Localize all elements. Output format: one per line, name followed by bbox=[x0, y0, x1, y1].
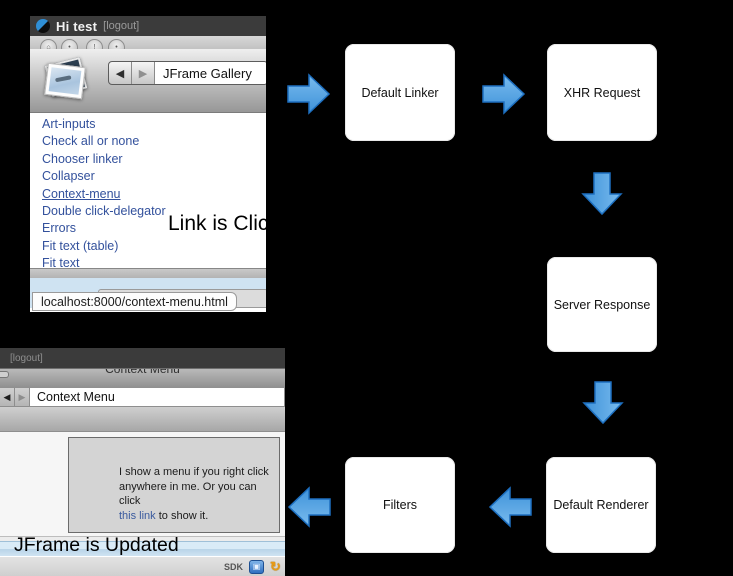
logout-link[interactable]: [logout] bbox=[10, 352, 43, 364]
back-button[interactable]: ◀ bbox=[109, 62, 132, 84]
flow-box-filters: Filters bbox=[345, 457, 455, 553]
flow-box-label: Filters bbox=[382, 498, 418, 512]
gallery-select-field[interactable]: JFrame Gallery bbox=[155, 62, 266, 84]
flow-box-label: Default Linker bbox=[361, 85, 439, 100]
gallery-link[interactable]: Check all or none bbox=[42, 134, 140, 149]
demo-text-line1: I show a menu if you right click bbox=[119, 466, 269, 478]
gallery-link-list: Art-inputs Check all or none Chooser lin… bbox=[30, 113, 266, 273]
demo-text-line3-rest: to show it. bbox=[155, 509, 209, 522]
window1-title: Hi test bbox=[56, 18, 98, 34]
context-menu-window: [logout] Context Menu ◀ ▶ Context Menu I… bbox=[0, 348, 285, 576]
sdk-app-icon[interactable]: ▣ bbox=[249, 559, 264, 574]
annotation-link-is-clicked: Link is Click bbox=[168, 212, 266, 235]
flow-arrow-down-icon bbox=[580, 172, 624, 216]
this-link[interactable]: this link bbox=[119, 509, 156, 522]
flow-arrow-down-icon bbox=[581, 381, 625, 425]
gallery-link[interactable]: Errors bbox=[42, 221, 77, 236]
gallery-link-context-menu[interactable]: Context-menu bbox=[42, 186, 121, 201]
window2-statusbar: SDK ▣ ↻ bbox=[0, 556, 285, 576]
flow-arrow-right-icon bbox=[287, 72, 331, 116]
flow-box-label: Default Renderer bbox=[553, 498, 649, 512]
window1-toolbar: ◀ ▶ JFrame Gallery bbox=[30, 49, 266, 113]
gallery-link[interactable]: Chooser linker bbox=[42, 151, 123, 166]
toolbar-circle-button-icon[interactable]: ⌂ bbox=[40, 39, 57, 49]
window2-nav-row: ◀ ▶ Context Menu bbox=[0, 388, 285, 407]
jframe-gallery-window: Hi test [logout] ⌂ • ! • ◀ ▶ JFrame Gall… bbox=[30, 16, 266, 312]
demo-text-line2: anywhere in me. Or you can click bbox=[119, 480, 257, 508]
back-button[interactable]: ◀ bbox=[0, 388, 15, 406]
window2-toolbar-area bbox=[0, 407, 285, 432]
gallery-link[interactable]: Collapser bbox=[42, 169, 95, 184]
context-menu-demo-box[interactable]: I show a menu if you right click anywher… bbox=[68, 437, 280, 533]
gallery-link[interactable]: Fit text (table) bbox=[42, 238, 119, 253]
toolbar-circle-button-icon[interactable]: • bbox=[61, 39, 78, 49]
window1-divider-bar bbox=[30, 268, 266, 278]
toolbar-circle-button-icon[interactable]: • bbox=[108, 39, 125, 49]
window1-nav-group: ◀ ▶ JFrame Gallery bbox=[108, 61, 266, 85]
logout-link[interactable]: [logout] bbox=[103, 20, 140, 32]
page-title-field[interactable]: Context Menu bbox=[30, 388, 285, 406]
window2-titlebar: Context Menu bbox=[0, 368, 285, 388]
toolbar-circle-button-icon[interactable]: ! bbox=[86, 39, 103, 49]
window1-titlebar: Hi test [logout] bbox=[30, 16, 266, 36]
flow-box-xhr-request: XHR Request bbox=[547, 44, 657, 141]
gallery-link[interactable]: Art-inputs bbox=[42, 117, 96, 131]
annotation-jframe-updated: JFrame is Updated bbox=[14, 534, 179, 556]
sdk-label: SDK bbox=[223, 561, 243, 572]
demo-text-line3: this link to show it. bbox=[119, 509, 279, 524]
gallery-photos-icon bbox=[38, 53, 96, 107]
window-corner-icon bbox=[0, 371, 9, 378]
window2-topbar: [logout] bbox=[0, 348, 285, 368]
refresh-swirl-icon[interactable]: ↻ bbox=[270, 558, 281, 574]
flow-arrow-left-icon bbox=[488, 485, 532, 529]
flow-box-label: XHR Request bbox=[563, 85, 641, 100]
window2-content: I show a menu if you right click anywher… bbox=[0, 432, 285, 536]
window2-title: Context Menu bbox=[105, 368, 180, 376]
flow-arrow-right-icon bbox=[482, 72, 526, 116]
gallery-link[interactable]: Fit text bbox=[42, 256, 80, 271]
forward-button[interactable]: ▶ bbox=[132, 62, 155, 84]
flow-box-server-response: Server Response bbox=[547, 257, 657, 352]
flow-box-default-linker: Default Linker bbox=[345, 44, 455, 141]
window1-button-strip: ⌂ • ! • bbox=[30, 36, 266, 49]
status-url-bubble: localhost:8000/context-menu.html bbox=[32, 292, 237, 311]
app-logo-icon bbox=[36, 19, 50, 33]
gallery-link[interactable]: Double click-delegator bbox=[42, 204, 166, 219]
flow-box-label: Server Response bbox=[553, 297, 651, 312]
window2-light-strip bbox=[0, 536, 285, 541]
forward-button[interactable]: ▶ bbox=[15, 388, 30, 406]
window2-blue-bar bbox=[0, 541, 285, 556]
flow-arrow-left-icon bbox=[287, 485, 331, 529]
flow-box-default-renderer: Default Renderer bbox=[546, 457, 656, 553]
